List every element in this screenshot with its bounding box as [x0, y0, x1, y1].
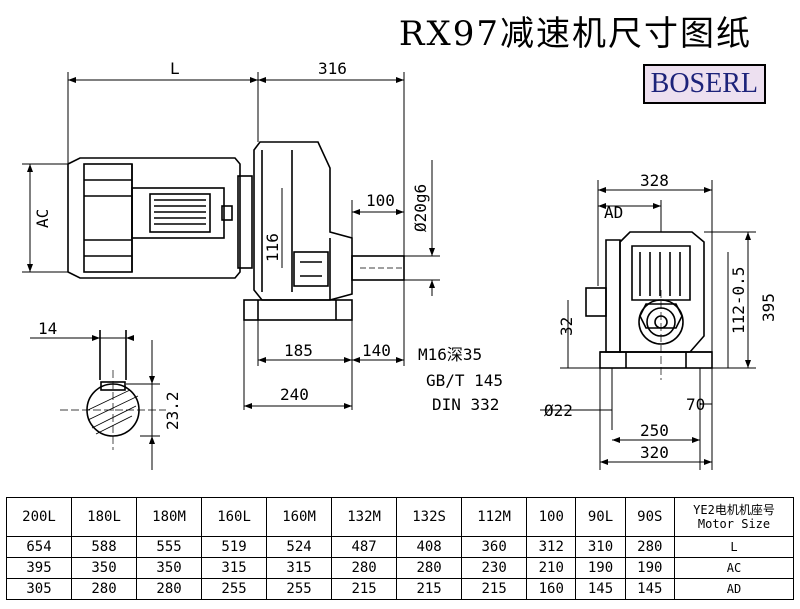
brand-logo: BOSERL [642, 64, 766, 104]
table-cell: 160L [201, 497, 268, 537]
table-cell: 524 [266, 536, 333, 558]
dim-L: L [170, 59, 180, 78]
table-cell: 280 [624, 536, 676, 558]
table-cell: 160M [266, 497, 333, 537]
table-cell: 215 [331, 578, 398, 600]
table-cell: 100 [526, 497, 577, 537]
table-cell: 350 [136, 557, 203, 579]
table-cell: 280 [136, 578, 203, 600]
table-cell: 145 [624, 578, 676, 600]
table-row: 654 588 555 519 524 487 408 360 312 310 … [5, 536, 794, 558]
header-label-cn: YE2电机机座号 [693, 503, 775, 517]
dim-250: 250 [640, 421, 669, 440]
dim-23-5: 23.2 [163, 391, 182, 430]
table-cell: 160 [526, 578, 577, 600]
row-label: L [674, 536, 794, 558]
dim-70: 70 [686, 395, 705, 414]
dim-140: 140 [362, 341, 391, 360]
arrowheads [27, 77, 751, 465]
dim-22: Ø22 [544, 401, 573, 420]
table-cell: 408 [396, 536, 463, 558]
table-cell: 210 [526, 557, 577, 579]
front-view-body [585, 231, 713, 369]
table-cell: 280 [331, 557, 398, 579]
table-cell: 280 [71, 578, 138, 600]
table-row: 395 350 350 315 315 280 280 230 210 190 … [5, 557, 794, 579]
table-cell: 315 [201, 557, 268, 579]
dim-116: 116 [263, 233, 282, 262]
table-cell: 255 [201, 578, 268, 600]
dim-316: 316 [318, 59, 347, 78]
standard-din: DIN 332 [432, 395, 499, 414]
dim-185: 185 [284, 341, 313, 360]
table-cell: 180M [136, 497, 203, 537]
table-cell: 280 [396, 557, 463, 579]
table-cell: 310 [575, 536, 626, 558]
dim-100: 100 [366, 191, 395, 210]
table-cell: 230 [461, 557, 528, 579]
dim-shaft-diameter: Ø20g6 [411, 184, 430, 232]
drawing-title: RX97减速机尺寸图纸 [398, 14, 752, 54]
table-cell: 215 [461, 578, 528, 600]
table-cell: 315 [266, 557, 333, 579]
table-cell: 555 [136, 536, 203, 558]
side-dimensions [22, 72, 440, 410]
table-cell: 190 [575, 557, 626, 579]
table-cell: 180L [71, 497, 138, 537]
dim-328: 328 [640, 171, 669, 190]
technical-drawing: L 316 100 Ø20g6 AC 116 14 23.2 185 140 2… [22, 59, 778, 470]
motor-body [67, 157, 253, 279]
dim-112: 112-0.5 [729, 267, 748, 334]
table-cell: 305 [5, 578, 73, 600]
table-cell: 519 [201, 536, 268, 558]
table-cell: 654 [5, 536, 73, 558]
dim-14: 14 [38, 319, 57, 338]
bolt-spec: M16深35 [418, 345, 482, 364]
table-cell: 395 [5, 557, 73, 579]
table-cell: 190 [624, 557, 676, 579]
gearbox-body [243, 141, 405, 321]
dim-AC: AC [33, 209, 52, 228]
table-cell: 215 [396, 578, 463, 600]
dim-32: 32 [557, 317, 576, 336]
table-cell: 360 [461, 536, 528, 558]
dim-320: 320 [640, 443, 669, 462]
row-label: AD [674, 578, 794, 600]
dim-395: 395 [759, 293, 778, 322]
table-cell: 145 [575, 578, 626, 600]
table-cell: 200L [5, 497, 73, 537]
standard-gbt: GB/T 145 [426, 371, 503, 390]
table-cell: 132M [331, 497, 398, 537]
table-header-label: YE2电机机座号 Motor Size [674, 497, 794, 537]
table-cell: 255 [266, 578, 333, 600]
table-cell: 312 [526, 536, 577, 558]
table-cell: 90L [575, 497, 626, 537]
dim-AD: AD [604, 203, 623, 222]
row-label: AC [674, 557, 794, 579]
shaft-section [30, 330, 166, 470]
table-cell: 132S [396, 497, 463, 537]
header-label-en: Motor Size [697, 517, 771, 531]
dim-240: 240 [280, 385, 309, 404]
table-cell: 350 [71, 557, 138, 579]
motor-size-table: 200L 180L 180M 160L 160M 132M 132S 112M … [5, 497, 794, 600]
table-cell: 112M [461, 497, 528, 537]
table-header-row: 200L 180L 180M 160L 160M 132M 132S 112M … [5, 497, 794, 537]
table-row: 305 280 280 255 255 215 215 215 160 145 … [5, 578, 794, 600]
table-cell: 588 [71, 536, 138, 558]
table-cell: 90S [624, 497, 676, 537]
table-cell: 487 [331, 536, 398, 558]
front-dimensions [540, 180, 756, 470]
